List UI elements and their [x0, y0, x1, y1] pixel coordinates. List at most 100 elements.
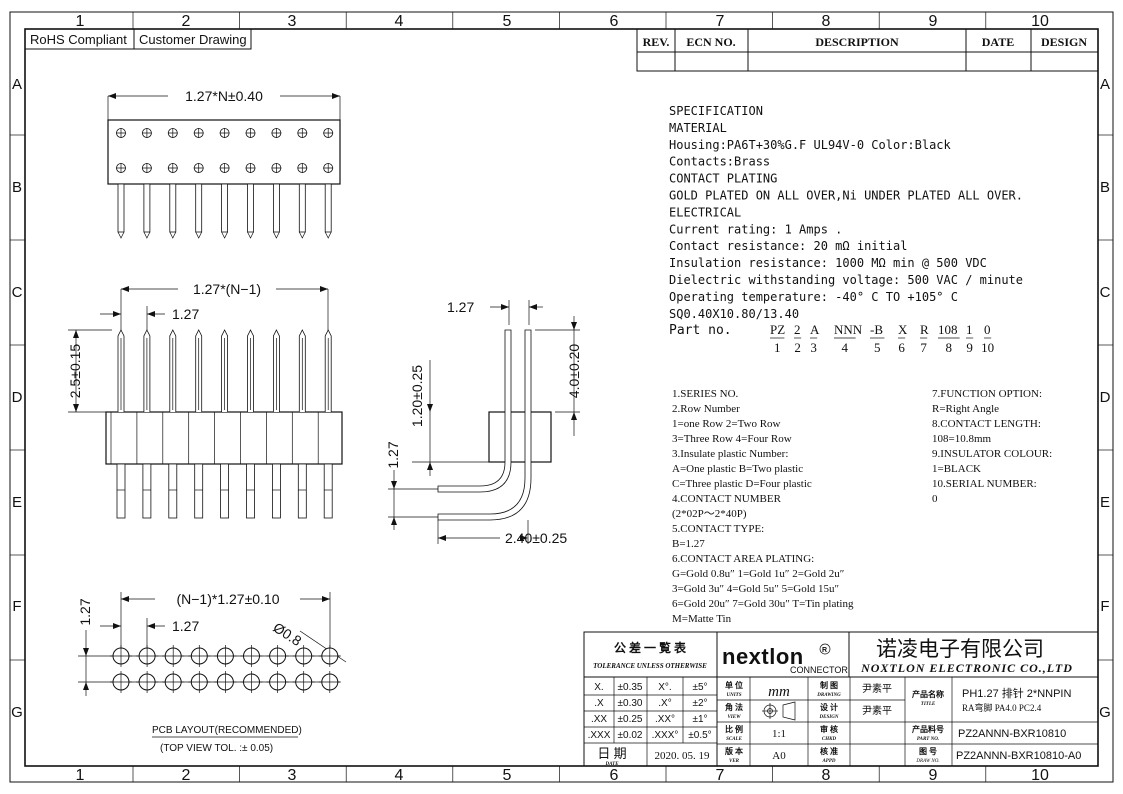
zone-bottom-4: 4	[395, 767, 404, 784]
top-pin-marker	[245, 128, 256, 138]
option-line: 0	[932, 493, 938, 505]
zone-bottom-7: 7	[716, 767, 725, 784]
part-number: PZ2ANNN-BXR10810	[958, 728, 1066, 740]
outer-border	[9, 11, 1114, 783]
top-pin-marker	[271, 128, 282, 138]
tolerance-cell: .XX	[591, 714, 607, 725]
zone-right-A: A	[1100, 76, 1110, 93]
part-code: 1	[966, 322, 973, 337]
front-pitch-dim: 1.27	[172, 306, 199, 322]
pcb-caption: PCB LAYOUT(RECOMMENDED)	[152, 725, 302, 736]
option-line: 8.CONTACT LENGTH:	[932, 418, 1041, 430]
view-label: 角 法	[725, 702, 743, 712]
option-line: 7.FUNCTION OPTION:	[932, 388, 1042, 400]
tolerance-cell: .X°	[658, 698, 671, 709]
zone-bottom-5: 5	[503, 767, 512, 784]
part-code-index: 5	[874, 340, 881, 355]
drawing-number: PZ2ANNN-BXR10810-A0	[956, 750, 1081, 762]
date-label-en: DATE	[604, 762, 619, 767]
customer-drawing-tag-box	[133, 28, 252, 50]
date-header: DATE	[982, 35, 1014, 49]
spec-line: MATERIAL	[669, 121, 727, 135]
front-pin-bottom	[271, 463, 281, 519]
zone-top-5: 5	[503, 13, 512, 30]
top-pin-marker	[116, 163, 126, 173]
design-header: DESIGN	[1041, 35, 1087, 49]
date-label: 日 期	[597, 746, 626, 761]
front-pin-bottom	[246, 463, 255, 519]
zone-left-F: F	[12, 598, 21, 615]
drawn-by: 尹素平	[862, 682, 892, 695]
units-value: mm	[768, 684, 790, 700]
front-height-dim: 2.5±0.15	[67, 344, 83, 399]
option-line: 3=Gold 3u″ 4=Gold 5u″ 5=Gold 15u″	[672, 583, 839, 595]
top-pin-marker	[219, 163, 230, 173]
side-upper-dim: 1.20±0.25	[409, 365, 425, 427]
design-label: 设 计	[820, 702, 838, 712]
top-pin-marker	[245, 163, 256, 173]
top-view: 1.27*N±0.40	[107, 88, 341, 239]
zone-bottom-1: 1	[76, 767, 85, 784]
part-number-label: 产品料号	[912, 724, 944, 734]
part-code: 108	[938, 322, 958, 337]
options-left: 1.SERIES NO.2.Row Number 1=one Row 2=Two…	[672, 388, 854, 625]
option-line: 9.INSULATOR COLOUR:	[932, 448, 1052, 460]
top-pin-marker	[167, 163, 178, 173]
tolerance-cell: ±0.35	[618, 682, 643, 693]
design-by: 尹素平	[862, 704, 892, 717]
spec-line: Contact resistance: 20 mΩ initial	[669, 239, 907, 253]
spec-line: Insulation resistance: 1000 MΩ min @ 500…	[669, 256, 987, 270]
zone-top-8: 8	[822, 13, 831, 30]
top-pin-marker	[167, 128, 178, 138]
part-code-index: 3	[810, 340, 817, 355]
spec-line: Contacts:Brass	[669, 155, 770, 169]
drawing-number-label-en: DRAW NO.	[915, 759, 939, 764]
zone-right-B: B	[1100, 179, 1110, 196]
option-line: 4.CONTACT NUMBER	[672, 493, 782, 505]
scale-label-en: SCALE	[726, 737, 743, 742]
zone-bottom-9: 9	[929, 767, 938, 784]
top-pin-marker	[297, 128, 308, 138]
zone-top-3: 3	[288, 13, 297, 30]
option-line: 5.CONTACT TYPE:	[672, 523, 764, 535]
part-code: 0	[984, 322, 991, 337]
tolerance-cell: ±1°	[692, 714, 707, 725]
tolerance-cell: ±0.5°	[688, 730, 711, 741]
part-code: -B	[870, 322, 883, 337]
spec-line: CONTACT PLATING	[669, 172, 777, 186]
tolerance-cell: ±0.30	[618, 698, 643, 709]
pcb-caption-tolerance: (TOP VIEW TOL. :± 0.05)	[160, 743, 273, 754]
spec-line: ELECTRICAL	[669, 205, 741, 219]
units-label-en: UNITS	[726, 693, 741, 698]
drawing-date: 2020. 05. 19	[655, 750, 711, 762]
top-pin-marker	[193, 128, 204, 138]
zone-top-2: 2	[182, 13, 191, 30]
zone-bottom-6: 6	[610, 767, 619, 784]
tolerance-subtitle: TOLERANCE UNLESS OTHERWISE	[593, 662, 707, 670]
tolerance-cell: .XXX°	[652, 730, 679, 741]
approved-label: 核 准	[820, 746, 838, 756]
top-pin-tail	[247, 183, 254, 233]
front-width-dim: 1.27*(N−1)	[193, 281, 261, 297]
drawn-label-en: DRAWING	[816, 693, 841, 698]
zone-bottom-10: 10	[1031, 767, 1049, 784]
zone-right-E: E	[1100, 494, 1110, 511]
top-pin-tail	[272, 183, 280, 233]
tolerance-cell: X.	[594, 682, 603, 693]
tolerance-cell: ±5°	[692, 682, 707, 693]
front-pin-bottom	[142, 463, 152, 519]
company-name-en: NOXTLON ELECTRONIC CO.,LTD	[860, 661, 1073, 675]
svg-text:R: R	[822, 647, 827, 654]
zone-right-C: C	[1100, 284, 1111, 301]
side-housing	[488, 411, 552, 463]
zone-left-G: G	[11, 704, 23, 721]
customer-drawing-tag: Customer Drawing	[139, 32, 247, 47]
zone-right-F: F	[1100, 598, 1109, 615]
part-code: A	[810, 322, 820, 337]
option-line: 3.Insulate plastic Number:	[672, 448, 788, 460]
part-code-index: 2	[794, 340, 801, 355]
spec-line: Operating temperature: -40° C TO +105° C	[669, 290, 958, 304]
